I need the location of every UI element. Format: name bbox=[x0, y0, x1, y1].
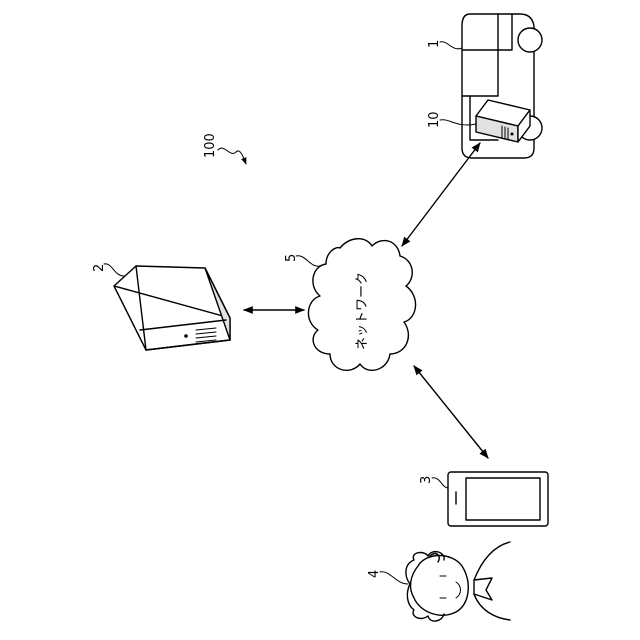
server-reference: 2 bbox=[92, 264, 124, 276]
arrow-network-vehicle bbox=[402, 143, 480, 246]
cloud-icon: ネットワーク bbox=[308, 239, 415, 371]
terminal-ref-label: 3 bbox=[419, 476, 434, 484]
car-wheel-front bbox=[518, 28, 542, 52]
user-ref-leader bbox=[380, 572, 408, 584]
network-ref-label: 5 bbox=[284, 254, 299, 262]
vehicle-ref-leader bbox=[440, 42, 462, 49]
system-ref-leader bbox=[218, 148, 246, 164]
person-shoulders bbox=[474, 542, 510, 620]
user-reference: 4 bbox=[367, 570, 408, 584]
server-ref-leader bbox=[104, 264, 124, 276]
terminal-reference: 3 bbox=[419, 476, 448, 488]
onboard-device-led bbox=[511, 133, 514, 136]
network-reference: 5 bbox=[284, 254, 320, 266]
person-collar bbox=[474, 578, 492, 600]
smartphone-icon bbox=[448, 472, 548, 526]
server-icon bbox=[114, 266, 230, 350]
person-icon bbox=[406, 542, 510, 621]
system-ref-label: 100 bbox=[203, 133, 218, 158]
terminal-ref-leader bbox=[432, 478, 448, 488]
network-ref-leader bbox=[296, 256, 320, 266]
vehicle-reference: 1 bbox=[427, 40, 462, 49]
user-ref-label: 4 bbox=[367, 570, 382, 578]
vehicle-ref-label: 1 bbox=[427, 40, 442, 48]
server-ref-label: 2 bbox=[92, 264, 107, 272]
smartphone-body bbox=[448, 472, 548, 526]
network-label: ネットワーク bbox=[355, 272, 370, 350]
arrow-network-terminal bbox=[414, 366, 488, 458]
system-reference: 100 bbox=[203, 133, 246, 164]
server-led bbox=[184, 334, 188, 338]
